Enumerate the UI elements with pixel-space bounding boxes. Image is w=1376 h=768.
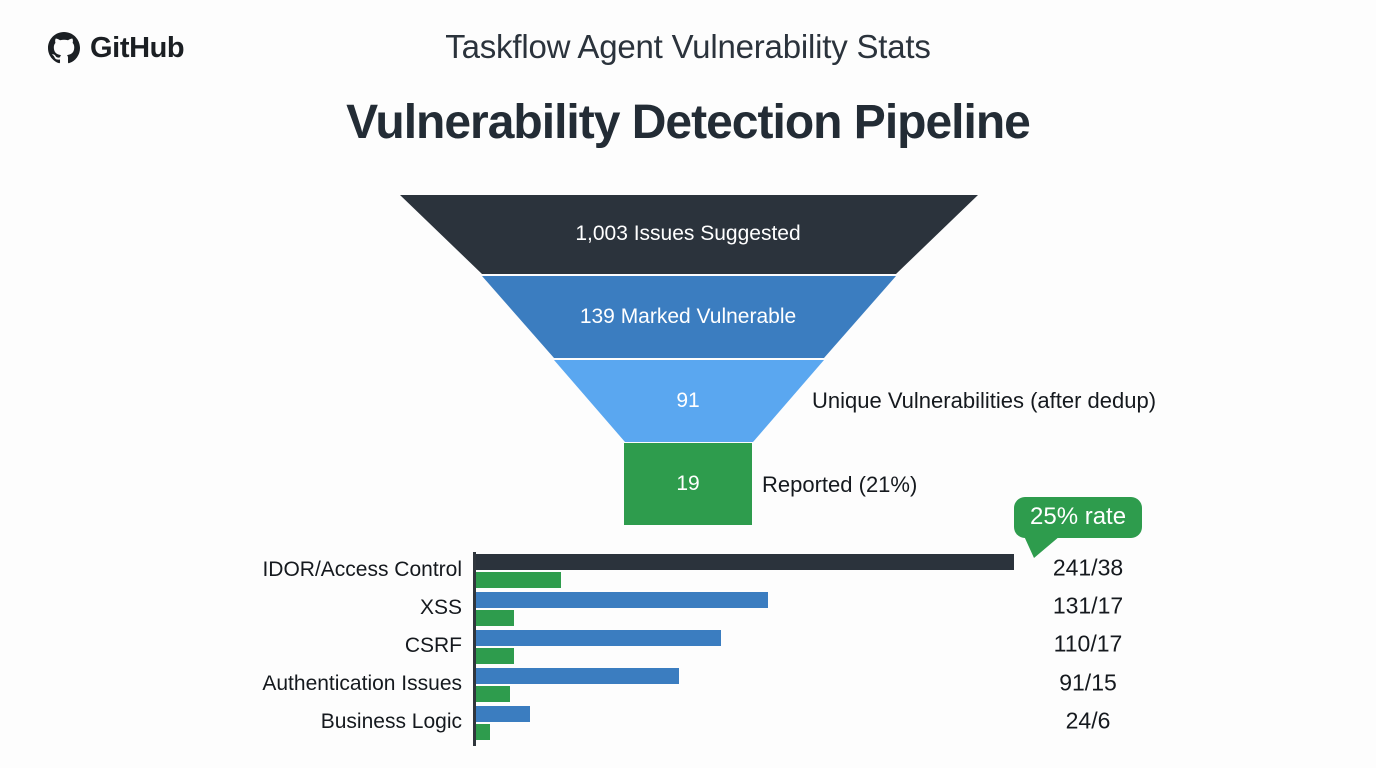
page-subtitle: Taskflow Agent Vulnerability Stats [445, 28, 931, 65]
bar-primary [476, 592, 768, 608]
bar-secondary [476, 686, 510, 702]
bar-value-label: 24/6 [1065, 707, 1111, 734]
funnel-segment-1 [400, 195, 978, 274]
funnel-side-label-3: Unique Vulnerabilities (after dedup) [812, 388, 1157, 413]
funnel-segment-2 [482, 276, 896, 358]
bar-category-label: Authentication Issues [262, 672, 462, 695]
bar-value-label: 110/17 [1053, 630, 1123, 657]
bar-secondary [476, 572, 561, 588]
bar-category-label: XSS [419, 596, 462, 619]
bar-primary [476, 554, 1014, 570]
page-title: Vulnerability Detection Pipeline [346, 96, 1031, 149]
bar-secondary [476, 648, 514, 664]
bar-primary [476, 630, 721, 646]
bar-secondary [476, 610, 514, 626]
rate-callout-badge: 25% rate [1014, 497, 1143, 558]
bar-category-label: IDOR/Access Control [262, 558, 462, 581]
bar-category-label: CSRF [404, 634, 462, 657]
github-octocat-icon [48, 32, 80, 64]
bar-value-label: 91/15 [1059, 669, 1117, 696]
bar-secondary [476, 724, 490, 740]
bar-category-label: Business Logic [320, 710, 462, 733]
funnel-segment-4 [624, 443, 752, 525]
chart-axis-line [473, 552, 476, 746]
bar-value-label: 131/17 [1052, 592, 1124, 619]
callout-tail-icon [1024, 536, 1060, 558]
funnel-segment-3 [554, 360, 824, 442]
bar-primary [476, 668, 679, 684]
bar-value-label: 241/38 [1052, 554, 1124, 581]
github-brand: GitHub [48, 31, 185, 64]
rate-callout-text: 25% rate [1030, 503, 1127, 530]
brand-name: GitHub [90, 31, 185, 64]
funnel-side-label-4: Reported (21%) [762, 472, 918, 497]
bar-primary [476, 706, 530, 722]
